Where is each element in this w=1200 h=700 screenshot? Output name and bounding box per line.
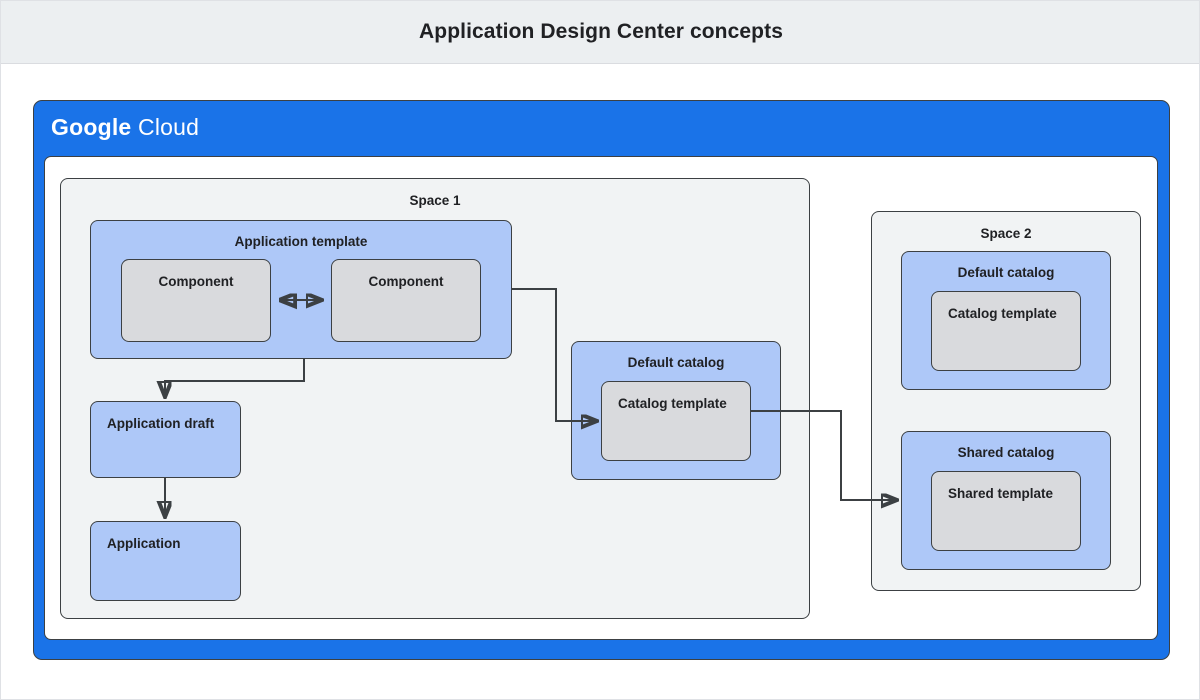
component-1-label: Component xyxy=(158,274,234,289)
application-box: Application xyxy=(90,521,241,601)
google-cloud-logo-primary: Google xyxy=(51,114,132,140)
space-2-title: Space 2 xyxy=(980,226,1032,241)
header-band xyxy=(1,1,1199,64)
space-1-title: Space 1 xyxy=(409,193,461,208)
component-box-1: Component xyxy=(121,259,271,342)
application-label: Application xyxy=(107,536,181,551)
google-cloud-logo-secondary: Cloud xyxy=(138,114,200,140)
space-2-default-catalog-title: Default catalog xyxy=(957,265,1055,280)
space-1-catalog-template-label: Catalog template xyxy=(618,396,727,411)
space-1-catalog-template-box: Catalog template xyxy=(601,381,751,461)
space-2-shared-template-box: Shared template xyxy=(931,471,1081,551)
application-draft-box: Application draft xyxy=(90,401,241,478)
application-template-title: Application template xyxy=(234,234,368,249)
space-2-catalog-template-label: Catalog template xyxy=(948,306,1057,321)
space-1-default-catalog-title: Default catalog xyxy=(627,355,725,370)
component-2-label: Component xyxy=(368,274,444,289)
space-2-shared-catalog-title: Shared catalog xyxy=(957,445,1055,460)
application-draft-label: Application draft xyxy=(107,416,215,431)
page-title: Application Design Center concepts xyxy=(419,20,783,43)
google-cloud-logo: Google Cloud xyxy=(51,114,199,141)
space-2-catalog-template-box: Catalog template xyxy=(931,291,1081,371)
space-2-shared-template-label: Shared template xyxy=(948,486,1054,501)
component-box-2: Component xyxy=(331,259,481,342)
